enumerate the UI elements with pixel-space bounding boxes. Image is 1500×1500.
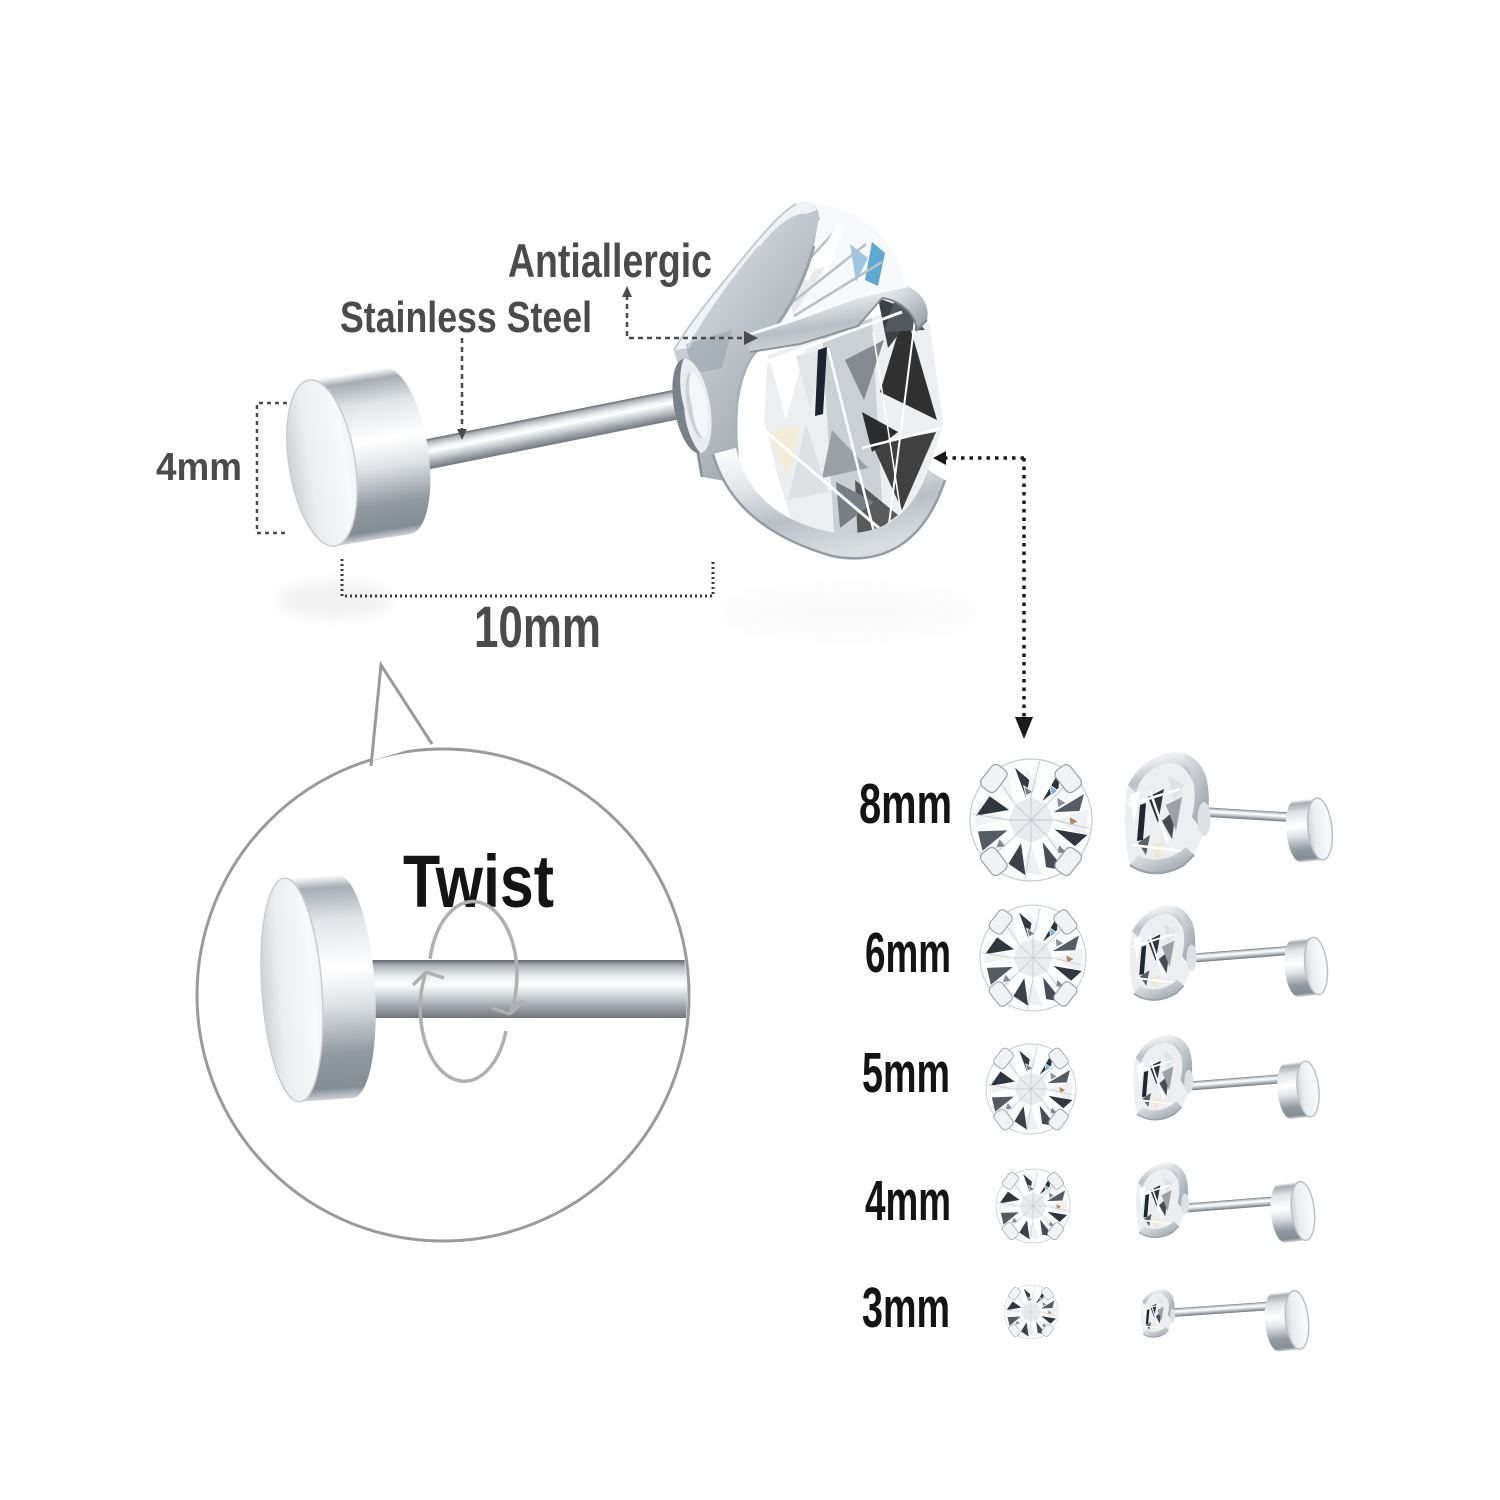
svg-text:5mm: 5mm: [862, 1041, 950, 1105]
svg-text:Stainless Steel: Stainless Steel: [340, 293, 592, 342]
svg-text:4mm: 4mm: [865, 1169, 951, 1233]
svg-text:10mm: 10mm: [474, 595, 601, 660]
svg-text:3mm: 3mm: [862, 1276, 950, 1340]
svg-text:8mm: 8mm: [859, 772, 952, 836]
svg-text:Twist: Twist: [403, 840, 554, 923]
svg-text:4mm: 4mm: [156, 446, 242, 489]
svg-text:Antiallergic: Antiallergic: [508, 234, 712, 287]
svg-text:6mm: 6mm: [865, 921, 951, 985]
